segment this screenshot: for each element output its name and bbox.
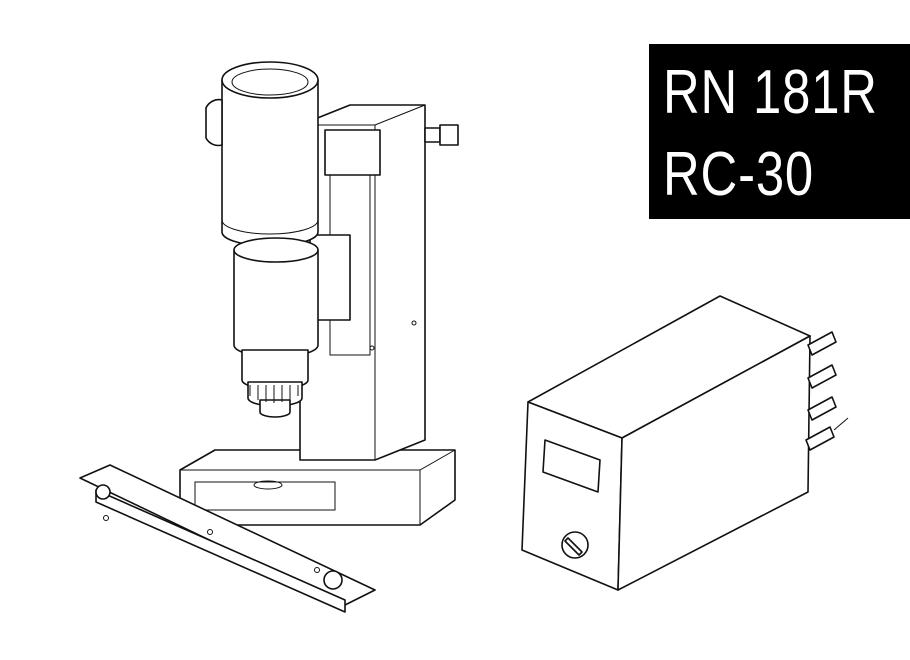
press-base <box>179 449 456 526</box>
press-spindle-housing <box>233 249 319 358</box>
press-machine <box>79 61 459 613</box>
press-motor-cylinder <box>221 79 319 247</box>
controller-unit <box>521 295 849 591</box>
controller-model: RC-30 <box>663 140 815 209</box>
model-label: RN 181R RC-30 <box>649 44 910 219</box>
controller-side <box>617 335 811 591</box>
model-number: RN 181R <box>663 58 878 127</box>
press-column <box>299 104 426 461</box>
controller-display <box>542 439 601 493</box>
controller-connectors <box>805 331 849 451</box>
